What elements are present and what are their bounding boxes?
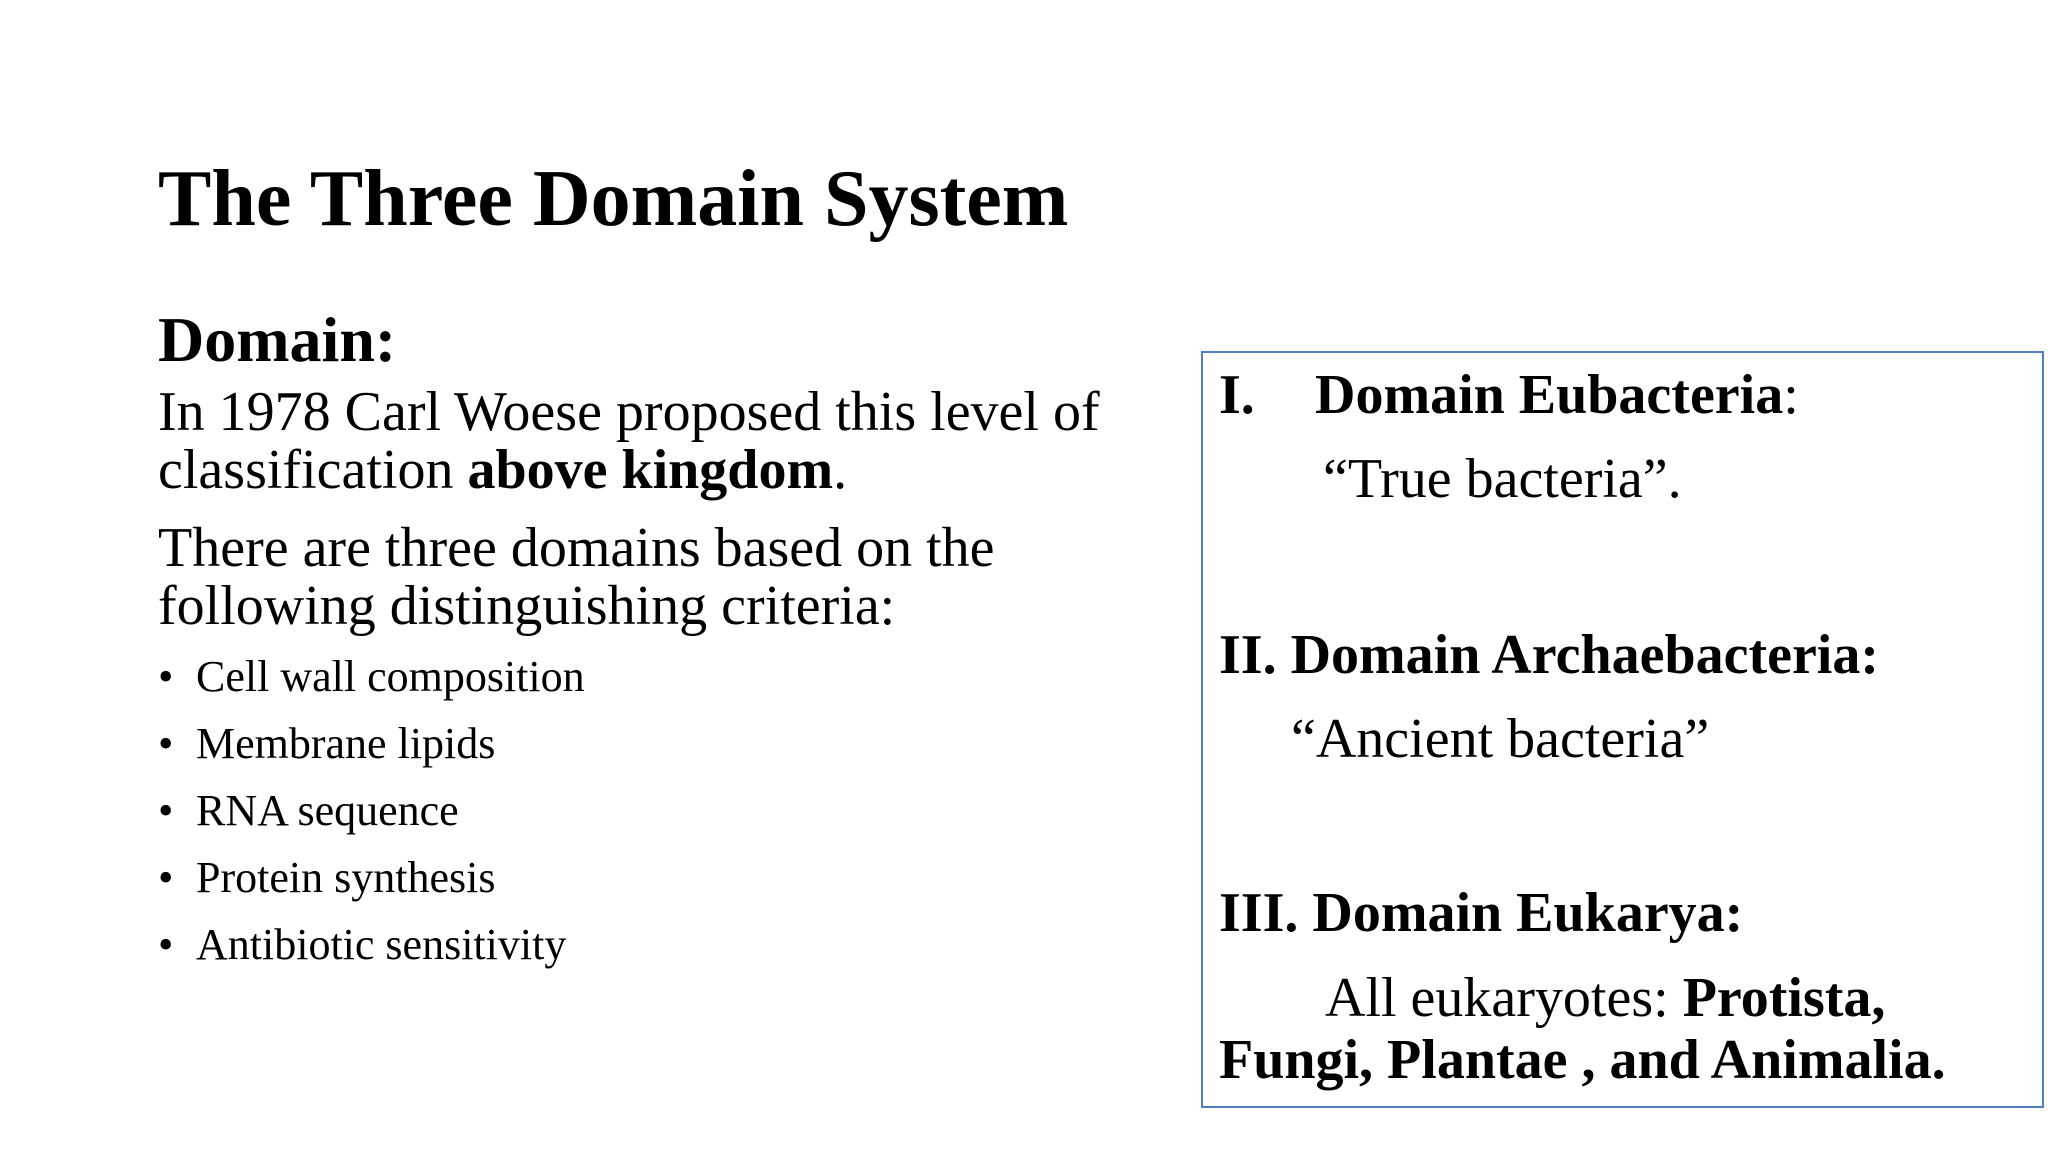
list-item: • Protein synthesis	[158, 854, 1148, 902]
domain-name: Domain Archaebacteria:	[1290, 624, 1880, 686]
domain-entry-eubacteria: I. Domain Eubacteria: “True bacteria”.	[1219, 363, 2032, 511]
list-item: • Membrane lipids	[158, 720, 1148, 768]
domains-text-box: I. Domain Eubacteria: “True bacteria”. II…	[1201, 351, 2044, 1108]
domain-numeral: I.	[1219, 364, 1255, 426]
domain-entry-archaebacteria: II. Domain Archaebacteria: “Ancient bact…	[1219, 623, 2032, 771]
domain-description: “True bacteria”.	[1323, 448, 1682, 510]
domain-name: Domain Eubacteria	[1315, 364, 1784, 426]
list-item: • RNA sequence	[158, 787, 1148, 835]
list-item-label: Cell wall composition	[196, 652, 585, 702]
intro-paragraph: In 1978 Carl Woese proposed this level o…	[158, 383, 1148, 499]
domain-numeral: III.	[1219, 882, 1299, 944]
domain-suffix: :	[1783, 364, 1799, 426]
intro-text: In 1978 Carl Woese proposed this level o…	[158, 381, 1100, 502]
intro-period: .	[833, 439, 848, 502]
domain-heading: Domain:	[158, 304, 397, 375]
bullet-icon: •	[158, 652, 174, 702]
left-column: Domain: In 1978 Carl Woese proposed this…	[158, 304, 1148, 988]
domain-description-text: All eukaryotes:	[1325, 967, 1683, 1029]
list-item-label: Protein synthesis	[196, 853, 496, 903]
bullet-icon: •	[158, 920, 174, 970]
domain-entry-eukarya: III. Domain Eukarya: All eukaryotes: Pro…	[1219, 881, 2032, 1091]
domain-description: All eukaryotes: Protista, Fungi, Plantae…	[1219, 967, 2032, 1091]
domain-kingdoms: Protista, Fungi, Plantae , and Animalia.	[1219, 967, 1946, 1091]
criteria-paragraph: There are three domains based on the fol…	[158, 517, 995, 638]
intro-emphasis: above kingdom	[467, 439, 834, 502]
domain-heading-archaebacteria: II. Domain Archaebacteria:	[1219, 623, 2032, 687]
bullet-icon: •	[158, 786, 174, 836]
list-item: • Antibiotic sensitivity	[158, 921, 1148, 969]
list-item-label: Antibiotic sensitivity	[196, 920, 567, 970]
domain-heading-eukarya: III. Domain Eukarya:	[1219, 881, 2032, 945]
slide-title: The Three Domain System	[158, 155, 1069, 243]
criteria-list: •Cell wall composition •Membrane lipids …	[158, 653, 1148, 969]
bullet-icon: •	[158, 719, 174, 769]
domain-heading-eubacteria: I. Domain Eubacteria:	[1219, 363, 2032, 427]
domain-numeral: II.	[1219, 624, 1277, 686]
domain-description: “Ancient bacteria”	[1291, 708, 1710, 770]
domain-name: Domain Eukarya:	[1312, 882, 1744, 944]
list-item-label: Membrane lipids	[196, 719, 496, 769]
list-item: • Cell wall composition	[158, 653, 1148, 701]
bullet-icon: •	[158, 853, 174, 903]
list-item-label: RNA sequence	[196, 786, 459, 836]
